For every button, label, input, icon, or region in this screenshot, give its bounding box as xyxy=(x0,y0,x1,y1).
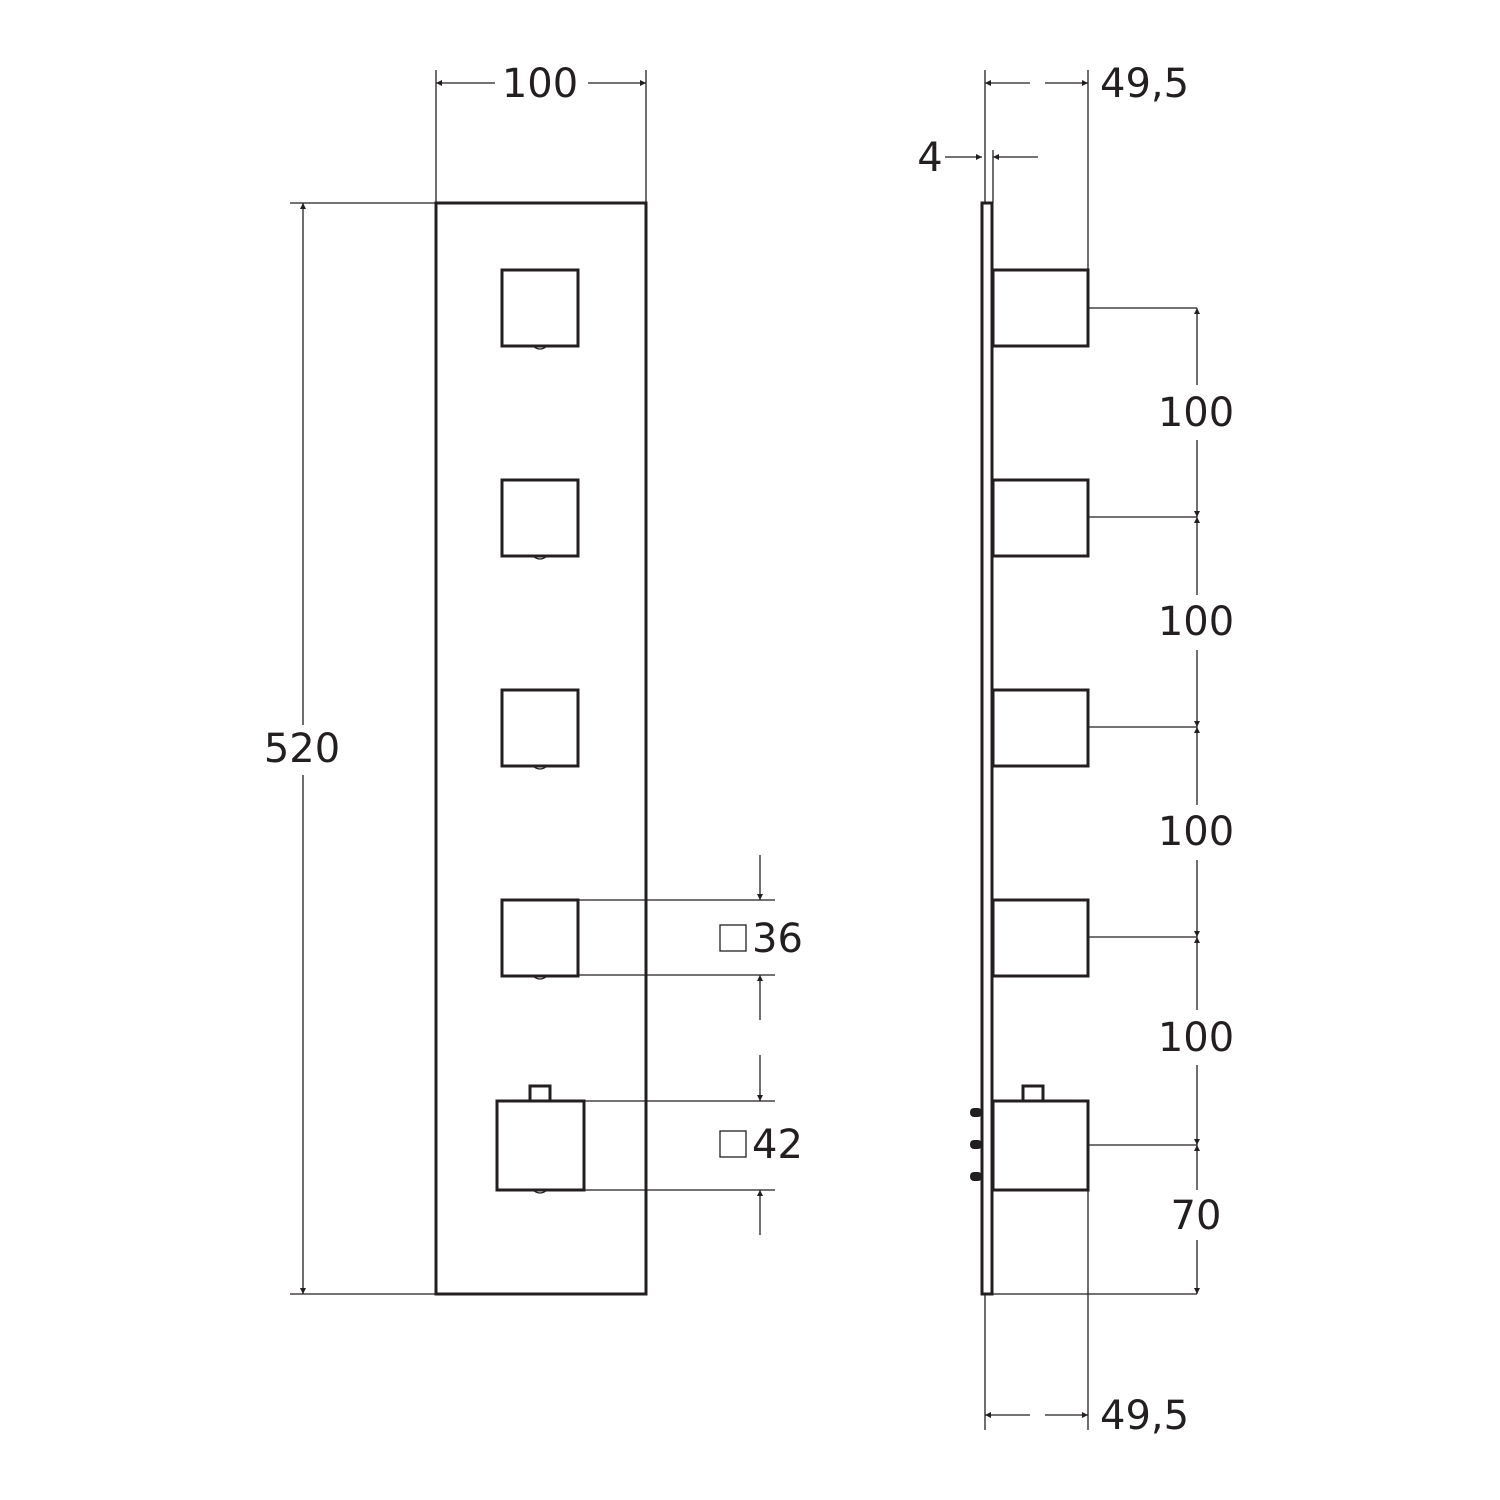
front-knobs xyxy=(495,268,586,1194)
side-connectors xyxy=(970,1108,982,1181)
dimension-depth-bottom: 49,5 xyxy=(984,1190,1189,1439)
dimension-knob-42: 42 xyxy=(584,1055,803,1235)
spacing-label: 100 xyxy=(1158,390,1234,436)
height-label: 520 xyxy=(264,726,340,772)
side-knob xyxy=(991,478,1090,558)
thickness-label: 4 xyxy=(917,135,942,181)
spacing-label: 100 xyxy=(1158,1015,1234,1061)
thermostat-knob xyxy=(495,1099,586,1192)
side-knob xyxy=(991,898,1090,978)
width-label: 100 xyxy=(502,61,578,107)
side-thermostat-knob xyxy=(991,1099,1090,1192)
dimension-knob-36: 36 xyxy=(578,855,803,1020)
knob-square xyxy=(500,688,580,768)
knob-square xyxy=(500,268,580,348)
bottom-offset-label: 70 xyxy=(1171,1193,1222,1239)
dimension-spacings: 100 100 100 100 70 xyxy=(993,307,1234,1295)
spacing-label: 100 xyxy=(1158,809,1234,855)
knob-indicator xyxy=(532,345,548,1194)
dimension-plate-thickness: 4 xyxy=(917,135,1038,203)
knob-stem xyxy=(528,1084,552,1103)
square-symbol-icon xyxy=(719,1130,747,1158)
side-plate xyxy=(980,201,994,1296)
side-knob xyxy=(991,688,1090,768)
dimension-front-height: 520 xyxy=(264,202,436,1295)
knob-small-label: 36 xyxy=(752,916,803,962)
side-view: 49,5 4 100 100 xyxy=(917,61,1234,1439)
depth-top-label: 49,5 xyxy=(1100,61,1189,107)
dimension-front-width: 100 xyxy=(435,61,647,203)
side-knob-stem xyxy=(1021,1084,1045,1103)
side-knob xyxy=(991,268,1090,348)
square-symbol-icon xyxy=(719,924,747,952)
dimension-depth-top: 49,5 xyxy=(984,61,1189,270)
spacing-label: 100 xyxy=(1158,599,1234,645)
knob-large-label: 42 xyxy=(752,1122,803,1168)
knob-square xyxy=(500,478,580,558)
knob-square xyxy=(500,898,580,978)
depth-bottom-label: 49,5 xyxy=(1100,1393,1189,1439)
front-view: 100 520 36 42 xyxy=(264,61,803,1296)
